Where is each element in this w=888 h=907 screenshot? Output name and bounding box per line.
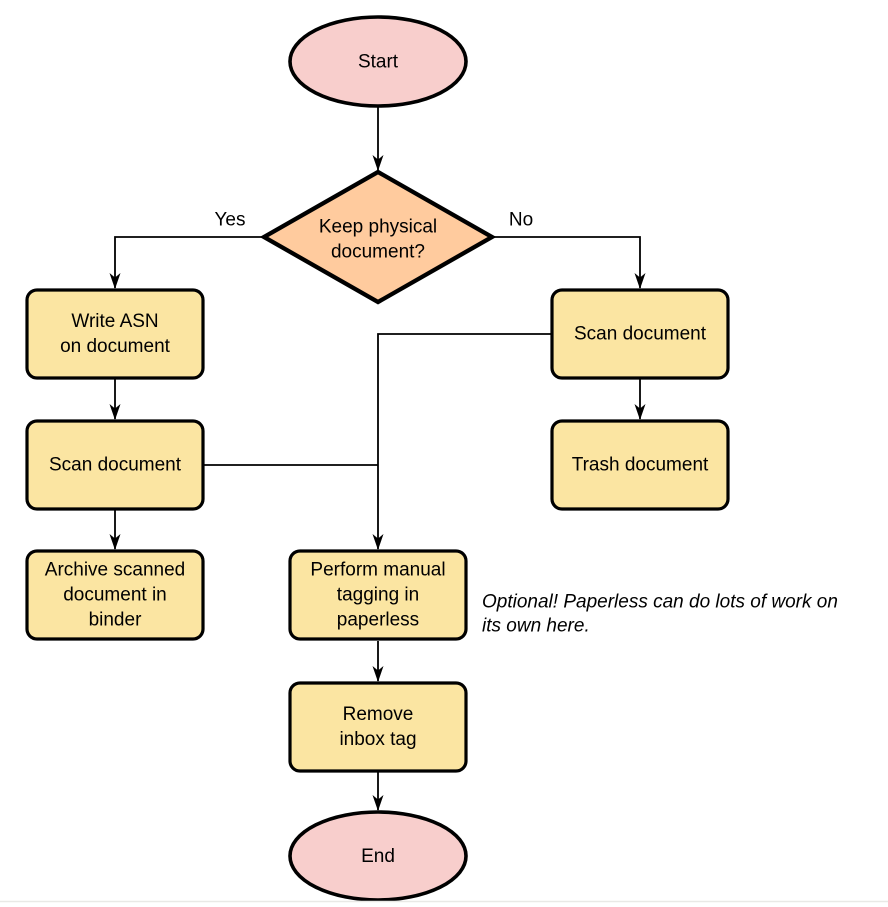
- remove-inbox-tag-box: [288, 681, 468, 773]
- node-archive-binder: Archive scanned document in binder: [25, 549, 205, 641]
- trash-document-label: Trash document: [572, 455, 709, 476]
- end-label: End: [361, 846, 395, 867]
- annotation-line1: Optional! Paperless can do lots of work …: [482, 592, 838, 613]
- scan-document-right-label: Scan document: [574, 324, 707, 345]
- decision-diamond-shape: [259, 169, 497, 305]
- node-write-asn: Write ASN on document: [25, 288, 205, 380]
- manual-tagging-label-line3: paperless: [337, 610, 419, 631]
- scan-document-right-box: [550, 288, 730, 380]
- archive-binder-label-line1: Archive scanned: [45, 560, 185, 581]
- node-trash-document: Trash document: [550, 419, 730, 511]
- node-remove-inbox-tag: Remove inbox tag: [288, 681, 468, 773]
- node-manual-tagging: Perform manual tagging in paperless: [288, 549, 468, 641]
- decision-label-line2: document?: [331, 242, 425, 263]
- remove-inbox-tag-label-line1: Remove: [343, 704, 414, 725]
- edge-decision-no: [492, 236, 646, 289]
- manual-tagging-box: [288, 549, 468, 641]
- archive-binder-box: [25, 549, 205, 641]
- decision-label-line1: Keep physical: [319, 217, 437, 238]
- node-keep-physical-decision: Keep physical document?: [259, 169, 497, 305]
- scan-document-left-label: Scan document: [49, 455, 182, 476]
- write-asn-box: [25, 288, 205, 380]
- archive-binder-label-line2: document in: [63, 585, 167, 606]
- edge-scanright-to-tagging: [372, 333, 552, 550]
- edge-label-yes: Yes: [215, 210, 246, 231]
- node-end: End: [288, 810, 468, 902]
- trash-document-box: [550, 419, 730, 511]
- node-scan-document-right: Scan document: [550, 288, 730, 380]
- remove-inbox-tag-label-line2: inbox tag: [339, 729, 416, 750]
- edges: Yes No: [109, 106, 646, 811]
- start-label: Start: [358, 52, 399, 73]
- manual-tagging-label-line1: Perform manual: [310, 560, 445, 581]
- edge-label-no: No: [509, 210, 533, 231]
- archive-binder-label-line3: binder: [89, 610, 142, 631]
- edge-decision-yes: [109, 236, 264, 289]
- annotation-line2: its own here.: [482, 616, 590, 637]
- end-terminator-shape: [288, 810, 468, 902]
- node-scan-document-left: Scan document: [25, 419, 205, 511]
- manual-tagging-label-line2: tagging in: [337, 585, 419, 606]
- annotation-optional-paperless: Optional! Paperless can do lots of work …: [482, 592, 838, 637]
- write-asn-label-line2: on document: [60, 336, 171, 357]
- write-asn-label-line1: Write ASN: [71, 311, 158, 332]
- scan-document-left-box: [25, 419, 205, 511]
- start-terminator-shape: [288, 15, 468, 108]
- node-start: Start: [288, 15, 468, 108]
